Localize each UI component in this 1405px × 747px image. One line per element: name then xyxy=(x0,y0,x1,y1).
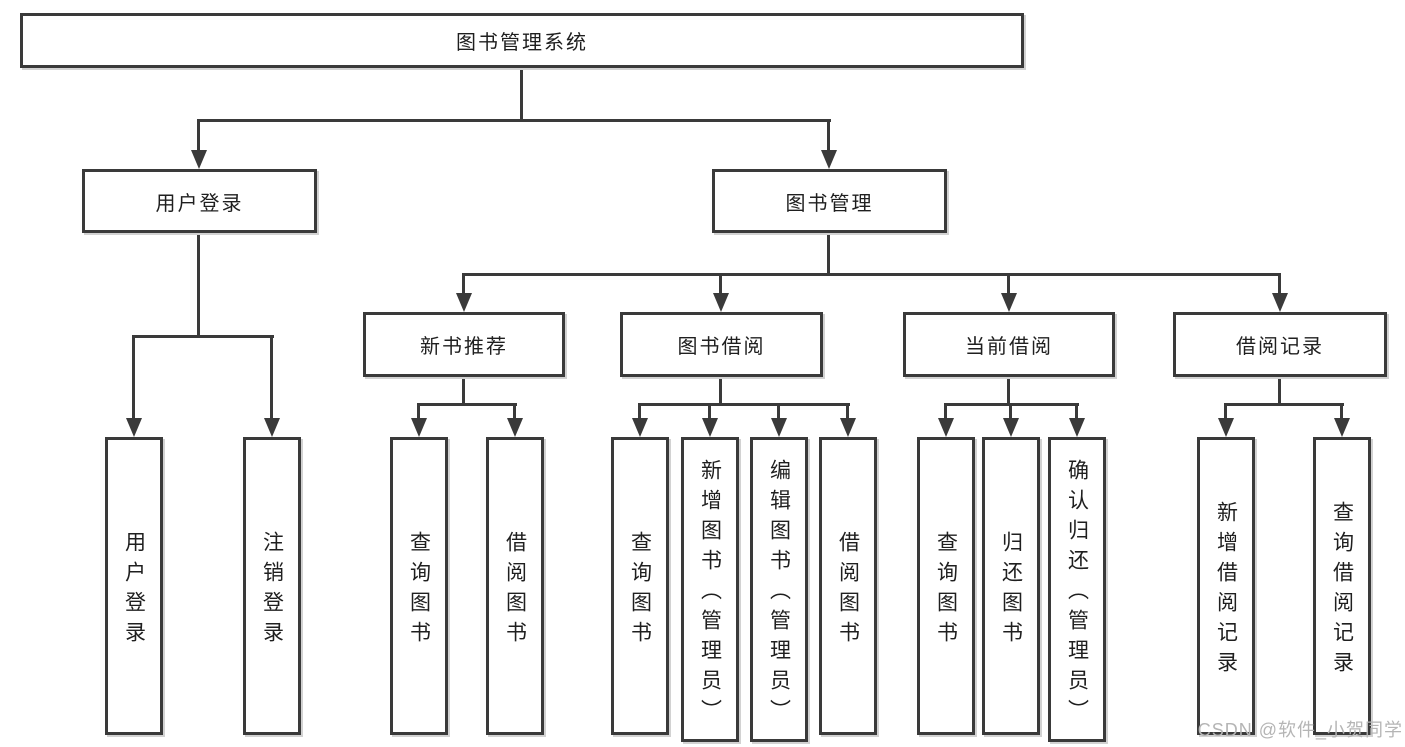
arrow-down-icon xyxy=(264,418,280,437)
leaf-recommend-borrow-books: 借阅图书 xyxy=(486,437,544,735)
connector-to-book-borrow xyxy=(719,273,722,294)
leaf-record-query-record: 查询借阅记录 xyxy=(1313,437,1371,735)
arrow-down-icon xyxy=(507,418,523,437)
node-label: 图书借阅 xyxy=(677,336,766,358)
arrow-down-icon xyxy=(1272,293,1288,312)
connector-book-management-drop xyxy=(827,233,830,275)
leaf-label: 查询图书 xyxy=(628,530,652,651)
leaf-label: 借阅图书 xyxy=(836,530,860,651)
leaf-label: 查询图书 xyxy=(407,530,431,651)
leaf-label: 查询借阅记录 xyxy=(1330,500,1354,681)
arrow-down-icon xyxy=(1069,418,1085,437)
arrow-down-icon xyxy=(821,150,837,169)
arrow-down-icon xyxy=(126,418,142,437)
connector-level3-horizontal xyxy=(462,273,1281,276)
connector-leaf-arm xyxy=(417,403,420,419)
arrow-down-icon xyxy=(411,418,427,437)
leaf-label: 查询图书 xyxy=(934,530,958,651)
connector-to-borrow-record xyxy=(1278,273,1281,294)
leaf-borrow-add-books-admin: 新增图书（管理员） xyxy=(681,437,739,742)
connector-new-book-horizontal xyxy=(418,403,517,406)
connector-root-drop xyxy=(520,68,523,121)
connector-leaf-arm xyxy=(708,403,711,419)
connector-leaf-arm xyxy=(1224,403,1227,419)
node-label: 借阅记录 xyxy=(1236,336,1324,358)
leaf-record-add-record: 新增借阅记录 xyxy=(1197,437,1255,735)
connector-user-login-drop xyxy=(197,233,200,337)
leaf-label: 用户登录 xyxy=(122,530,146,651)
arrow-down-icon xyxy=(1001,293,1017,312)
leaf-logout: 注销登录 xyxy=(243,437,301,735)
node-label: 当前借阅 xyxy=(965,336,1053,358)
connector-to-book-management xyxy=(827,119,830,150)
connector-book-borrow-horizontal xyxy=(639,403,850,406)
connector-leaf-arm xyxy=(777,403,780,419)
leaf-label: 借阅图书 xyxy=(503,530,527,651)
node-user-login: 用户登录 xyxy=(82,169,317,233)
connector-leaf-arm xyxy=(638,403,641,419)
connector-user-login-horizontal xyxy=(133,335,274,338)
leaf-current-query-books: 查询图书 xyxy=(917,437,975,735)
connector-borrow-record-drop xyxy=(1278,377,1281,405)
connector-leaf-arm xyxy=(1009,403,1012,419)
leaf-borrow-edit-books-admin: 编辑图书（管理员） xyxy=(750,437,808,742)
connector-level1-horizontal xyxy=(198,119,831,122)
node-book-borrowing: 图书借阅 xyxy=(620,312,823,377)
arrow-down-icon xyxy=(456,293,472,312)
connector-current-borrow-drop xyxy=(1007,377,1010,405)
connector-borrow-record-horizontal xyxy=(1225,403,1344,406)
connector-leaf-arm xyxy=(846,403,849,419)
connector-current-borrow-horizontal xyxy=(945,403,1079,406)
leaf-label: 确认归还（管理员） xyxy=(1065,459,1089,729)
connector-to-current-borrow xyxy=(1007,273,1010,294)
arrow-down-icon xyxy=(191,150,207,169)
node-label: 新书推荐 xyxy=(420,336,508,358)
arrow-down-icon xyxy=(938,418,954,437)
arrow-down-icon xyxy=(1218,418,1234,437)
connector-to-user-login xyxy=(197,119,200,150)
arrow-down-icon xyxy=(771,418,787,437)
arrow-down-icon xyxy=(1003,418,1019,437)
leaf-current-return-books: 归还图书 xyxy=(982,437,1040,735)
leaf-recommend-query-books: 查询图书 xyxy=(390,437,448,735)
watermark-csdn: CSDN @软件_小贺同学 xyxy=(1197,720,1403,740)
leaf-label: 编辑图书（管理员） xyxy=(767,459,791,729)
connector-to-new-book xyxy=(462,273,465,294)
arrow-down-icon xyxy=(713,293,729,312)
connector-leaf-arm xyxy=(1075,403,1078,419)
leaf-label: 新增借阅记录 xyxy=(1214,500,1238,681)
connector-leaf-arm xyxy=(944,403,947,419)
leaf-label: 新增图书（管理员） xyxy=(698,459,722,729)
leaf-current-confirm-return-admin: 确认归还（管理员） xyxy=(1048,437,1106,742)
node-new-book-recommendation: 新书推荐 xyxy=(363,312,565,377)
node-library-management-system: 图书管理系统 xyxy=(20,13,1024,68)
node-book-management: 图书管理 xyxy=(712,169,947,233)
connector-book-borrow-drop xyxy=(719,377,722,405)
leaf-label: 归还图书 xyxy=(999,530,1023,651)
connector-leaf-arm xyxy=(1340,403,1343,419)
leaf-label: 注销登录 xyxy=(260,530,284,651)
arrow-down-icon xyxy=(1334,418,1350,437)
leaf-borrow-query-books: 查询图书 xyxy=(611,437,669,735)
node-label: 图书管理 xyxy=(785,192,874,215)
node-label: 图书管理系统 xyxy=(456,32,588,54)
connector-new-book-drop xyxy=(462,377,465,405)
arrow-down-icon xyxy=(840,418,856,437)
leaf-user-login: 用户登录 xyxy=(105,437,163,735)
node-current-borrowing: 当前借阅 xyxy=(903,312,1115,377)
node-label: 用户登录 xyxy=(155,192,244,215)
node-borrowing-records: 借阅记录 xyxy=(1173,312,1387,377)
arrow-down-icon xyxy=(702,418,718,437)
connector-to-leaf-user-login xyxy=(132,335,135,418)
leaf-borrow-borrow-books: 借阅图书 xyxy=(819,437,877,735)
connector-leaf-arm xyxy=(513,403,516,419)
connector-to-leaf-logout xyxy=(270,335,273,418)
arrow-down-icon xyxy=(632,418,648,437)
